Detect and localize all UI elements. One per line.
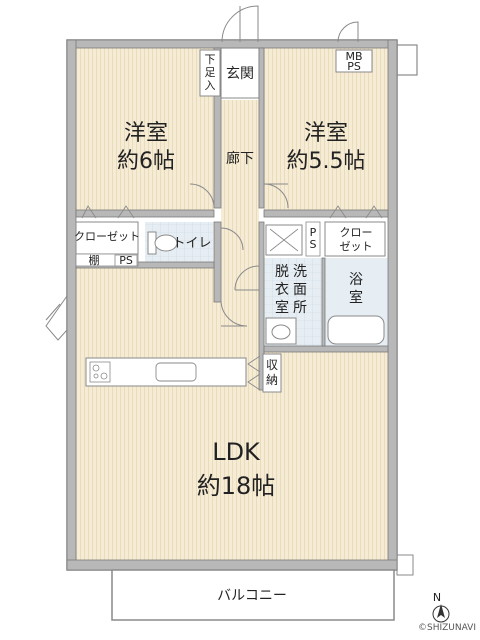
shaft-cross xyxy=(269,228,299,252)
western-room-a-door[interactable] xyxy=(189,183,215,209)
closet-b-label-1: クロー xyxy=(340,226,373,239)
closet-b xyxy=(324,221,386,257)
mb-ps-box xyxy=(335,21,373,73)
ps-b-box xyxy=(305,221,321,257)
ldk-door[interactable] xyxy=(220,299,248,327)
shoe-storage-label-3: 入 xyxy=(205,79,216,92)
storage-label-1: 収 xyxy=(266,358,278,372)
closet-a xyxy=(75,221,139,255)
bathtub xyxy=(327,315,385,345)
ldk-size: 約18帖 xyxy=(197,472,276,500)
corridor-label: 廊下 xyxy=(226,150,254,167)
ps-a-box xyxy=(114,254,138,267)
washroom-label-1: 脱 xyxy=(275,264,289,280)
side-bay-window xyxy=(45,295,68,341)
toilet-door[interactable] xyxy=(220,227,244,251)
storage-doors[interactable] xyxy=(247,355,261,391)
western-room-b-size: 約5.5帖 xyxy=(287,149,366,174)
washroom-label-2: 衣 xyxy=(275,282,289,298)
washroom-shaft xyxy=(265,224,303,256)
compass-icon xyxy=(432,604,450,623)
washroom-label-3: 室 xyxy=(275,299,289,316)
western-room-a-name: 洋室 xyxy=(124,121,168,146)
shoe-storage xyxy=(199,49,221,97)
compass-label: N xyxy=(433,591,441,604)
balcony-label: バルコニー xyxy=(217,588,287,604)
washroom-label-5: 面 xyxy=(293,282,307,298)
balcony xyxy=(111,554,414,621)
western-room-a-floor xyxy=(76,48,214,210)
shoe-storage-label-2: 足 xyxy=(205,66,216,79)
entrance-label: 玄関 xyxy=(226,65,254,82)
closet-b-label-2: ゼット xyxy=(340,240,373,253)
western-room-b-name: 洋室 xyxy=(304,121,348,146)
shelf-label: 棚 xyxy=(89,253,100,267)
ps-label-top: PS xyxy=(347,60,361,73)
bath-label-1: 浴 xyxy=(349,272,363,288)
ps-b-label-2: S xyxy=(310,238,317,251)
watermark: ©SHIZUNAVI xyxy=(418,623,476,633)
western-room-a-size: 約6帖 xyxy=(117,149,175,174)
washroom-label-6: 所 xyxy=(293,300,307,316)
ps-a-label: PS xyxy=(119,254,133,267)
interior-walls xyxy=(66,39,398,571)
ps-b-label-1: P xyxy=(310,226,317,239)
closet-a-label: クローゼット xyxy=(74,230,140,243)
kitchen-counter xyxy=(85,357,247,387)
toilet-fixture xyxy=(147,231,178,255)
entrance-door[interactable] xyxy=(221,5,259,43)
storage xyxy=(262,353,282,393)
western-room-b-floor xyxy=(264,48,388,210)
washroom-label-4: 洗 xyxy=(293,264,307,280)
toilet-label: トイレ xyxy=(172,236,211,251)
shoe-storage-label-1: 下 xyxy=(205,53,216,66)
storage-label-2: 納 xyxy=(266,373,278,387)
washroom-door[interactable] xyxy=(234,265,260,291)
western-room-b-door[interactable] xyxy=(263,183,289,209)
mb-label: MB xyxy=(345,50,362,63)
ldk-name: LDK xyxy=(212,438,261,466)
closet-a-doors[interactable] xyxy=(81,205,135,219)
closet-b-doors[interactable] xyxy=(329,205,383,219)
wash-basin xyxy=(265,317,297,345)
bath-label-2: 室 xyxy=(349,289,363,306)
